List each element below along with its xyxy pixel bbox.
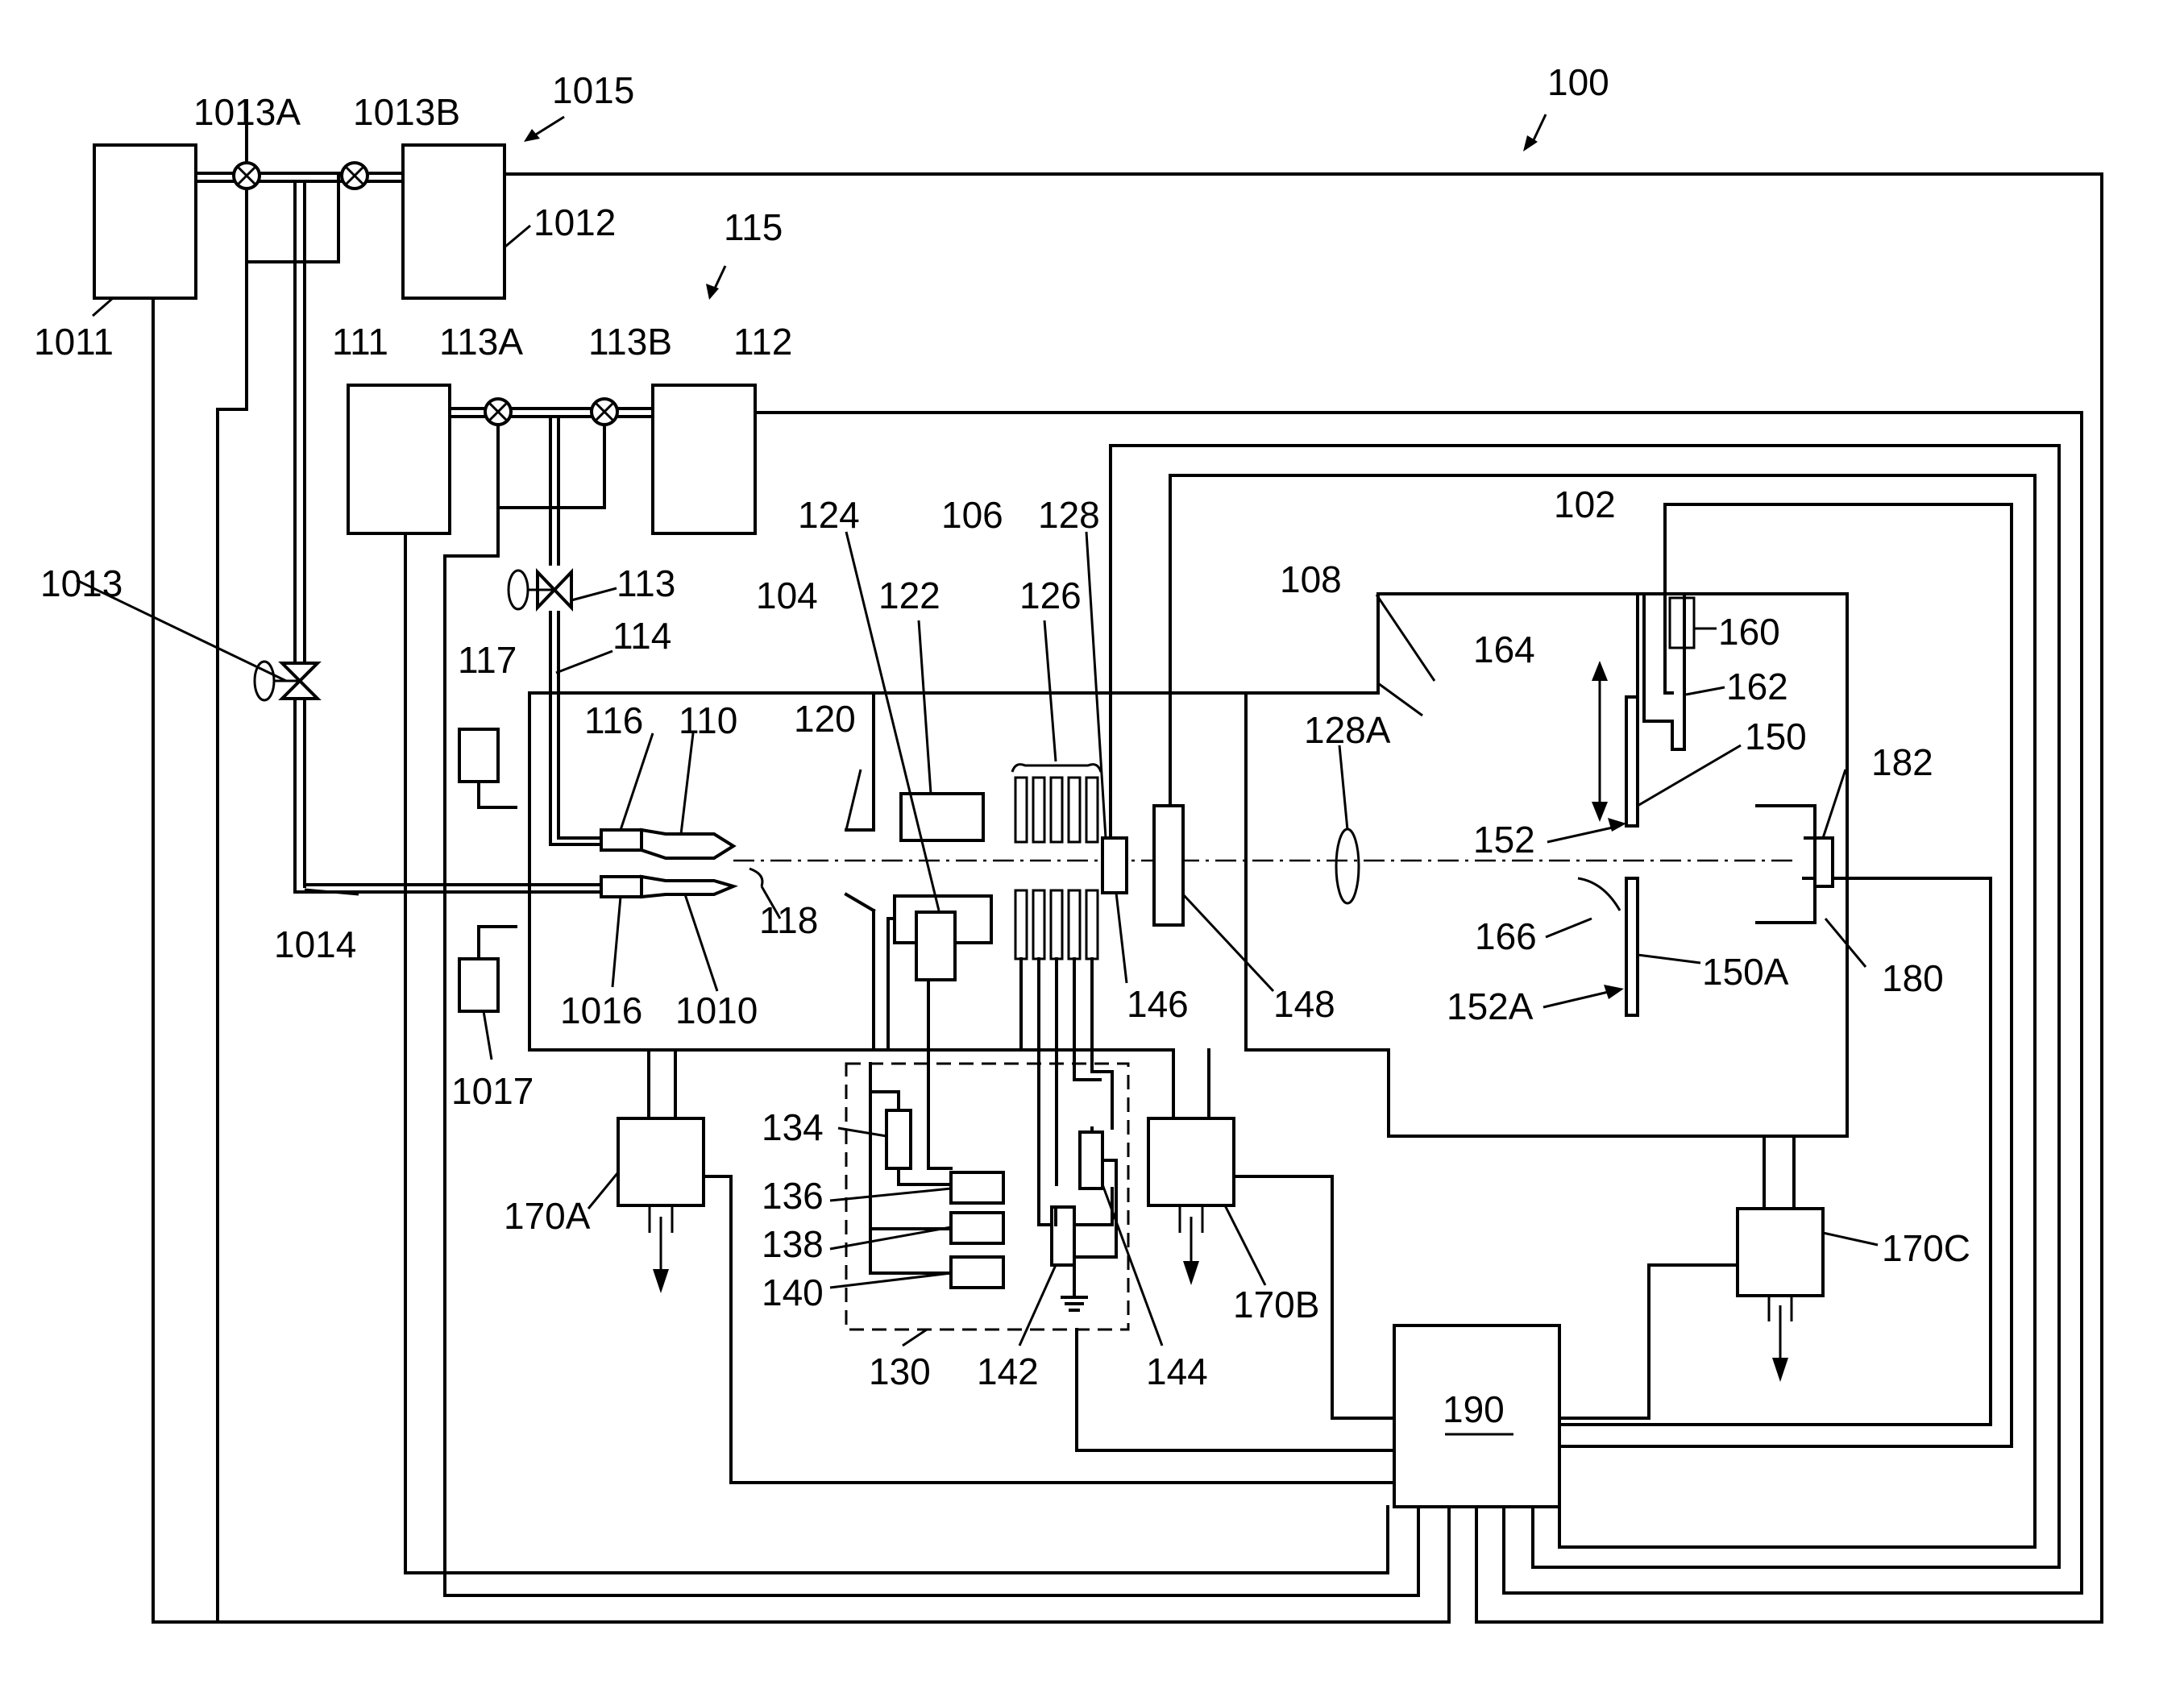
label-136: 136 [762,1175,824,1217]
label-166: 166 [1475,915,1537,957]
label-1016: 1016 [560,989,642,1031]
nozzles [601,830,762,897]
label-1013A: 1013A [193,91,301,133]
label-152: 152 [1473,819,1535,861]
label-144: 144 [1146,1350,1208,1392]
label-138: 138 [762,1223,824,1265]
label-113A: 113A [439,321,523,363]
label-112: 112 [733,321,792,363]
element-150A [1626,878,1638,1015]
element-140 [951,1257,1003,1288]
gas-source-112 [653,385,755,533]
label-1013: 1013 [40,562,122,604]
valve-1013B-icon [342,163,367,189]
label-134: 134 [762,1106,824,1148]
label-146: 146 [1127,983,1189,1025]
label-170C: 170C [1882,1227,1970,1269]
label-142: 142 [977,1350,1039,1392]
label-120: 120 [794,698,856,740]
label-182: 182 [1871,741,1933,783]
label-113B: 113B [588,321,672,363]
pump-170B [1148,1118,1234,1205]
label-170A: 170A [504,1195,591,1237]
gas-source-1011 [94,145,196,298]
label-104: 104 [756,575,818,616]
label-115: 115 [724,206,783,248]
element-144 [1080,1132,1102,1189]
needle-valve-113-icon [509,570,571,609]
needle-valves [255,570,571,700]
element-146 [1102,838,1127,893]
label-148: 148 [1273,983,1335,1025]
label-128: 128 [1038,494,1100,536]
label-140: 140 [762,1271,824,1313]
gas-source-111 [348,385,450,533]
label-1014: 1014 [274,923,356,965]
valve-1013A-icon [234,163,260,189]
label-126: 126 [1019,575,1082,616]
lens-128A [1336,829,1359,903]
label-1011: 1011 [34,321,114,363]
label-124: 124 [798,494,860,536]
gauge-1017 [459,959,498,1011]
label-1015: 1015 [552,69,634,111]
element-136 [951,1172,1003,1203]
label-100: 100 [1547,61,1609,103]
valve-113A-icon [485,399,511,425]
leader-lines [77,114,1878,1346]
label-116: 116 [584,699,643,741]
pump-170A [618,1118,704,1205]
detector-182 [1815,838,1833,886]
gas-source-1012 [403,145,504,298]
label-1012: 1012 [534,201,616,243]
label-111: 111 [332,321,388,363]
label-162: 162 [1726,666,1788,707]
element-134 [886,1110,911,1168]
label-1017: 1017 [451,1070,534,1112]
element-138 [951,1213,1003,1243]
label-130: 130 [869,1350,931,1392]
label-170B: 170B [1233,1284,1319,1325]
valve-113B-icon [592,399,617,425]
label-190: 190 [1443,1388,1505,1430]
label-180: 180 [1882,957,1944,999]
label-1013B: 1013B [353,91,460,133]
gauge-117 [459,729,498,782]
label-122: 122 [878,575,940,616]
label-128A: 128A [1304,709,1391,751]
label-106: 106 [941,494,1003,536]
label-110: 110 [679,699,737,741]
label-150A: 150A [1702,951,1789,993]
label-160: 160 [1718,611,1780,653]
vacuum-chamber [459,446,1991,1225]
label-108: 108 [1280,558,1342,600]
label-102: 102 [1554,483,1616,525]
label-114: 114 [612,615,671,657]
element-122 [901,794,983,840]
element-150 [1626,697,1638,826]
label-118: 118 [759,899,818,941]
label-113: 113 [617,562,675,604]
label-1010: 1010 [675,989,758,1031]
label-117: 117 [458,639,517,681]
pump-170C [1738,1209,1823,1296]
label-150: 150 [1745,716,1807,757]
label-152A: 152A [1447,985,1534,1027]
element-148 [1154,806,1183,925]
label-164: 164 [1473,628,1535,670]
